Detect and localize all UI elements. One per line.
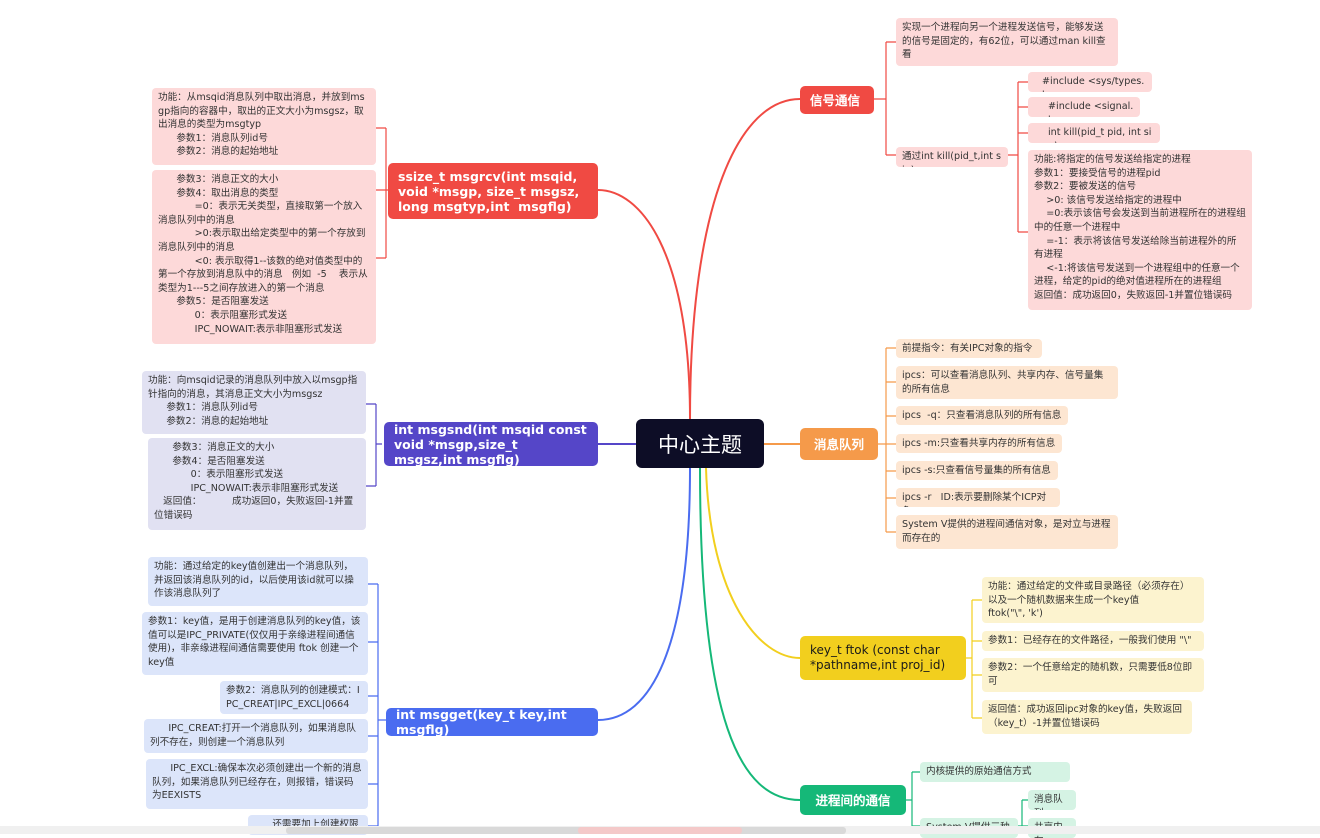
ftok-item[interactable]: 功能：通过给定的文件或目录路径（必须存在）以及一个随机数据来生成一个key值 f…	[982, 577, 1204, 623]
msgq-item[interactable]: ipcs -s:只查看信号量集的所有信息	[896, 461, 1058, 480]
msgsnd-function[interactable]: 功能：向msqid记录的消息队列中放入以msgp指针指向的消息，其消息正文大小为…	[142, 371, 366, 434]
msgq-item[interactable]: ipcs：可以查看消息队列、共享内存、信号量集的所有信息	[896, 366, 1118, 399]
msgget-item[interactable]: IPC_CREAT:打开一个消息队列，如果消息队列不存在，则创建一个消息队列	[144, 719, 368, 753]
branch-msgrcv[interactable]: ssize_t msgrcv(int msqid, void *msgp, si…	[388, 163, 598, 219]
msgq-item[interactable]: ipcs -m:只查看共享内存的所有信息	[896, 434, 1062, 453]
ipc-message-queue[interactable]: 消息队列	[1028, 790, 1076, 810]
msgq-item[interactable]: ipcs -q：只查看消息队列的所有信息	[896, 406, 1068, 425]
scrollbar-highlight	[578, 827, 742, 834]
scrollbar-thumb[interactable]	[286, 827, 846, 834]
msgsnd-params[interactable]: 参数3：消息正文的大小 参数4：是否阻塞发送 0：表示阻塞形式发送 IPC_NO…	[148, 438, 366, 530]
kill-prototype[interactable]: int kill(pid_t pid, int sig);	[1028, 123, 1160, 143]
ftok-item[interactable]: 参数1：已经存在的文件路径，一般我们使用 "\"	[982, 631, 1204, 651]
ipc-kernel-methods[interactable]: 内核提供的原始通信方式	[920, 762, 1070, 782]
ftok-item[interactable]: 返回值：成功返回ipc对象的key值，失败返回（key_t）-1并置位错误码	[982, 700, 1192, 734]
signal-kill-title[interactable]: 通过int kill(pid_t,int sig)	[896, 147, 1008, 167]
msgget-item[interactable]: 参数1：key值，是用于创建消息队列的key值，该值可以是IPC_PRIVATE…	[142, 612, 368, 675]
msgget-item[interactable]: 参数2：消息队列的创建模式：IPC_CREAT|IPC_EXCL|0664	[220, 681, 368, 714]
branch-ftok[interactable]: key_t ftok (const char *pathname,int pro…	[800, 636, 966, 680]
branch-message-queue[interactable]: 消息队列	[800, 428, 878, 460]
branch-signal-communication[interactable]: 信号通信	[800, 86, 874, 114]
msgrcv-params[interactable]: 参数3：消息正文的大小 参数4：取出消息的类型 =0：表示无关类型，直接取第一个…	[152, 170, 376, 344]
msgq-item[interactable]: System V提供的进程间通信对象，是对立与进程而存在的	[896, 515, 1118, 549]
central-topic[interactable]: 中心主题	[636, 419, 764, 468]
kill-function-description[interactable]: 功能:将指定的信号发送给指定的进程 参数1：要接受信号的进程pid 参数2：要被…	[1028, 150, 1252, 310]
msgget-item[interactable]: IPC_EXCL:确保本次必须创建出一个新的消息队列，如果消息队列已经存在，则报…	[146, 759, 368, 809]
horizontal-scrollbar[interactable]	[0, 826, 1320, 834]
include-signal[interactable]: #include <signal.h>	[1028, 97, 1140, 117]
branch-ipc[interactable]: 进程间的通信	[800, 785, 906, 815]
branch-msgsnd[interactable]: int msgsnd(int msqid const void *msgp,si…	[384, 422, 598, 467]
msgget-item[interactable]: 功能：通过给定的key值创建出一个消息队列，并返回该消息队列的id，以后使用该i…	[148, 557, 368, 606]
msgrcv-function[interactable]: 功能：从msqid消息队列中取出消息，并放到msgp指向的容器中，取出的正文大小…	[152, 88, 376, 165]
signal-description[interactable]: 实现一个进程向另一个进程发送信号，能够发送的信号是固定的，有62位，可以通过ma…	[896, 18, 1118, 66]
msgq-item[interactable]: 前提指令：有关IPC对象的指令	[896, 339, 1042, 358]
branch-msgget[interactable]: int msgget(key_t key,int msgflg)	[386, 707, 598, 737]
msgq-item[interactable]: ipcs -r ID:表示要删除某个ICP对象	[896, 488, 1060, 507]
include-sys-types[interactable]: #include <sys/types.h>	[1028, 72, 1152, 92]
ftok-item[interactable]: 参数2：一个任意给定的随机数，只需要低8位即可	[982, 658, 1204, 692]
